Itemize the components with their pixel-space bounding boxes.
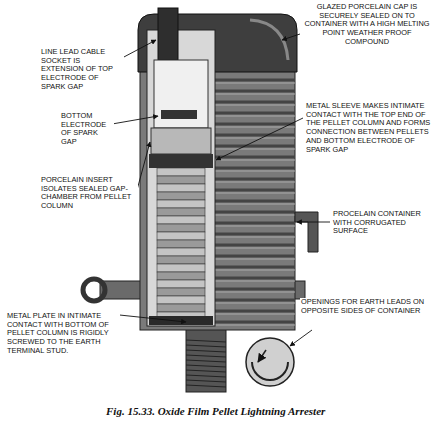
leader-lines (110, 34, 330, 346)
pellet (157, 192, 205, 200)
thread-line (186, 365, 226, 367)
pellet (157, 248, 205, 256)
corrugation-ridge (215, 244, 295, 247)
corrugation-light (215, 105, 295, 106)
corrugation-ridge (215, 156, 295, 159)
corrugation-ridge (215, 222, 295, 225)
corrugation-ridge (215, 233, 295, 236)
metal-plate (149, 316, 213, 325)
pellet (157, 224, 205, 232)
thread-line (186, 355, 226, 357)
callout-label: GLAZED PORCELAIN CAP IS SECURELY SEALED … (302, 3, 432, 47)
corrugation-light (215, 314, 295, 315)
pellet (157, 296, 205, 304)
metal-sleeve (149, 154, 213, 168)
stud-threads (186, 340, 226, 387)
corrugation-ridge (215, 134, 295, 137)
inset-arrow (258, 350, 266, 362)
gap-chamber (154, 60, 208, 128)
corrugation-light (215, 292, 295, 293)
corrugation-light (215, 138, 295, 139)
thread-line (186, 380, 226, 382)
corrugation-ridge (215, 101, 295, 104)
corrugation-ridge (215, 189, 295, 192)
thread-line (186, 375, 226, 377)
callout-label: LINE LEAD CABLE SOCKET IS EXTENSION OF T… (40, 48, 124, 92)
figure-caption: Fig. 15.33. Oxide Film Pellet Lightning … (106, 405, 325, 417)
callout-label: BOTTOM ELECTRODE OF SPARK GAP (60, 112, 114, 147)
thread-line (186, 385, 226, 387)
corrugation-ridge (215, 167, 295, 170)
corrugation-light (215, 149, 295, 150)
earth-stud (186, 328, 226, 392)
corrugation-ridge (215, 321, 295, 324)
pellet (157, 304, 205, 312)
corrugation-light (215, 83, 295, 84)
thread-line (186, 370, 226, 372)
thread-line (186, 360, 226, 362)
corrugation-light (215, 237, 295, 238)
pellet-column (157, 168, 205, 320)
corrugation-light (215, 116, 295, 117)
pellet (157, 216, 205, 224)
pellet (157, 176, 205, 184)
corrugation-light (215, 259, 295, 260)
corrugation-ridge (215, 255, 295, 258)
corrugation-ridge (215, 79, 295, 82)
corrugation-ridge (215, 310, 295, 313)
corrugation-ridge (215, 288, 295, 291)
corrugation-light (215, 215, 295, 216)
corrugation-light (215, 325, 295, 326)
callout-label: PORCELAIN INSERT ISOLATES SEALED GAP-CHA… (40, 176, 138, 211)
porcelain-insert (151, 128, 211, 154)
pellet (157, 208, 205, 216)
pellet (157, 264, 205, 272)
corrugation-light (215, 248, 295, 249)
corrugation-ridge (215, 112, 295, 115)
pellet (157, 232, 205, 240)
pellet (157, 288, 205, 296)
corrugation-light (215, 226, 295, 227)
thread-line (186, 350, 226, 352)
pellet (157, 256, 205, 264)
callout-label: METAL SLEEVE MAKES INTIMATE CONTACT WITH… (305, 102, 435, 154)
pellet (157, 280, 205, 288)
corrugation-light (215, 193, 295, 194)
corrugation-ridge (215, 299, 295, 302)
corrugation-ridge (215, 211, 295, 214)
corrugation-light (215, 303, 295, 304)
inset-view (246, 338, 294, 386)
corrugation-ridge (215, 90, 295, 93)
callout-label: OPENINGS FOR EARTH LEADS ON OPPOSITE SID… (300, 298, 436, 315)
corrugation-light (215, 204, 295, 205)
corrugation-ridge (215, 200, 295, 203)
clamp-ring (83, 279, 105, 301)
corrugations (215, 80, 295, 325)
corrugation-light (215, 160, 295, 161)
corrugation-light (215, 171, 295, 172)
corrugation-light (215, 281, 295, 282)
cable-socket (158, 8, 178, 60)
inset-opening (252, 362, 288, 380)
corrugation-light (215, 182, 295, 183)
corrugation-ridge (215, 277, 295, 280)
pellet (157, 240, 205, 248)
earth-lug (295, 212, 318, 252)
corrugation-ridge (215, 266, 295, 269)
corrugation-ridge (215, 145, 295, 148)
pellet (157, 200, 205, 208)
pellet (157, 184, 205, 192)
callout-label: PROCELAIN CONTAINER WITH CORRUGATED SURF… (332, 210, 430, 236)
pellet (157, 168, 205, 176)
corrugation-ridge (215, 123, 295, 126)
bottom-electrode (161, 110, 197, 119)
callout-label: METAL PLATE IN INTIMATE CONTACT WITH BOT… (6, 312, 120, 356)
section-cut (147, 30, 215, 326)
thread-line (186, 340, 226, 342)
corrugation-light (215, 94, 295, 95)
pellet (157, 272, 205, 280)
thread-line (186, 345, 226, 347)
corrugation-light (215, 270, 295, 271)
corrugation-ridge (215, 178, 295, 181)
